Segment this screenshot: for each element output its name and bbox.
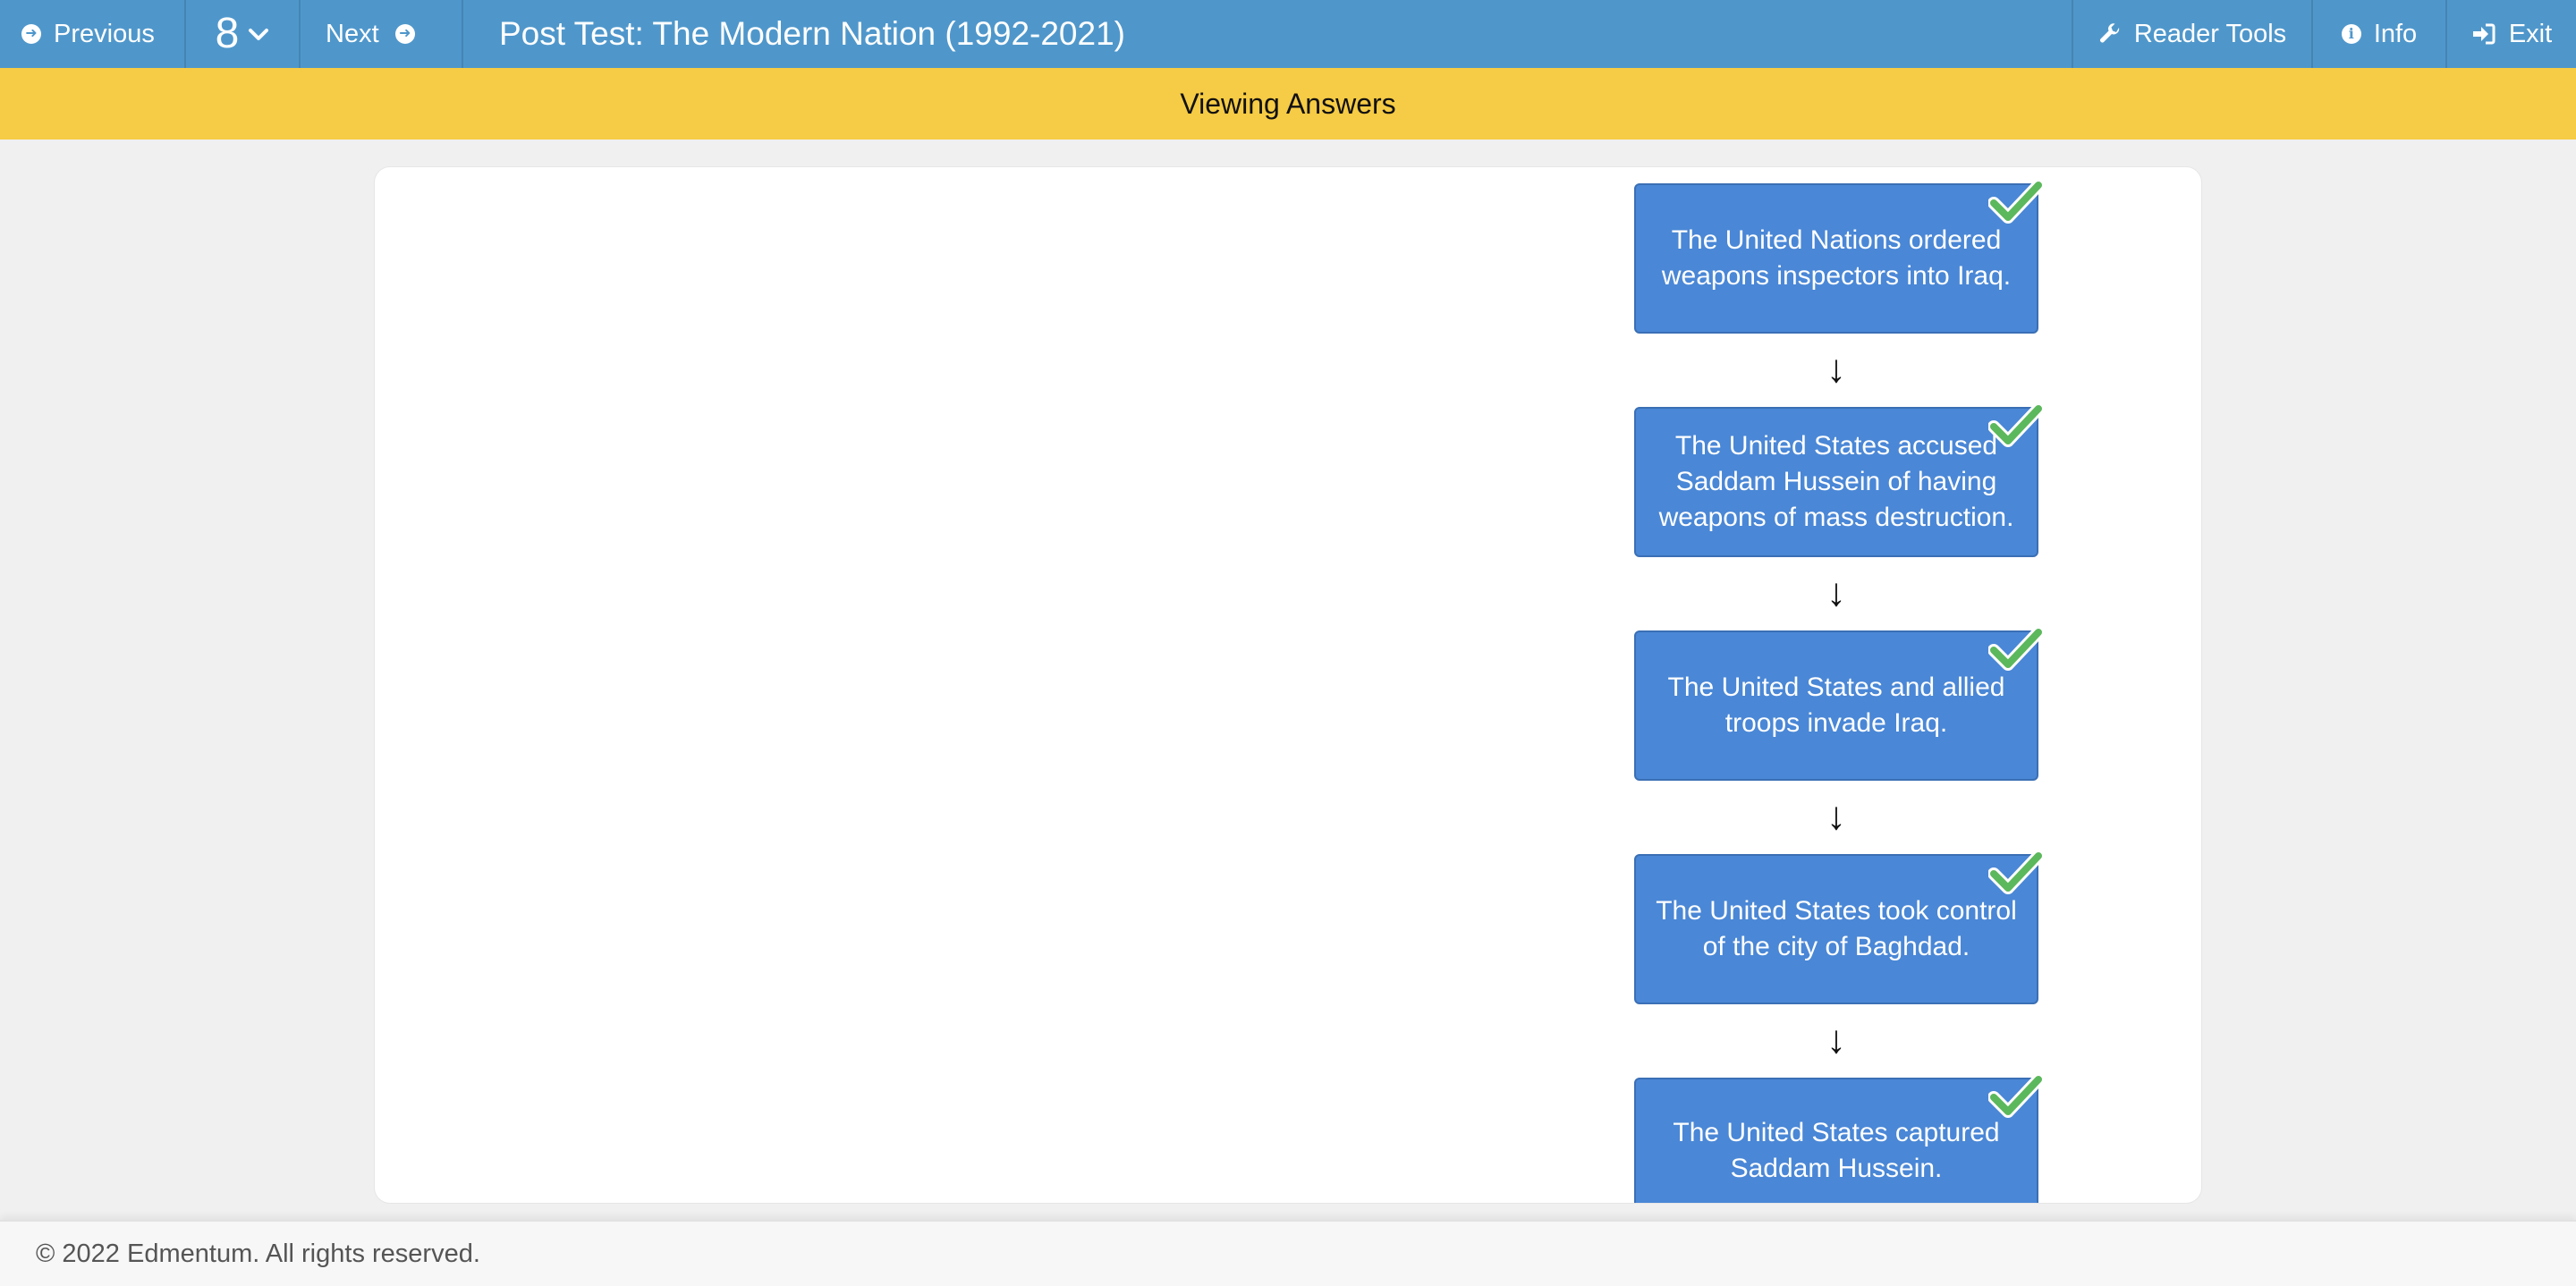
wrench-icon [2099, 23, 2119, 43]
sequence-arrow: ↓ [1826, 347, 1846, 391]
correct-check-icon [1988, 180, 2044, 224]
sequence-arrow: ↓ [1826, 794, 1846, 838]
viewing-answers-banner: Viewing Answers [0, 68, 2576, 140]
sequence-step-box[interactable]: The United Nations ordered weapons inspe… [1634, 180, 2044, 334]
reader-tools-label: Reader Tools [2133, 19, 2287, 48]
copyright-text: © 2022 Edmentum. All rights reserved. [36, 1239, 480, 1268]
previous-label: Previous [54, 19, 155, 48]
sign-in-icon [2472, 23, 2496, 45]
top-toolbar: ➜ Previous 8 Next ➜ Post Test: The Moder… [0, 0, 2576, 68]
sequence-step-text: The United States and allied troops inva… [1667, 673, 2005, 738]
banner-text: Viewing Answers [1180, 87, 1396, 120]
question-number: 8 [215, 10, 240, 57]
info-label: Info [2373, 19, 2418, 48]
arrow-right-circle-icon: ➜ [394, 24, 415, 44]
sequence-step-box[interactable]: The United States and allied troops inva… [1634, 627, 2044, 781]
footer: © 2022 Edmentum. All rights reserved. [0, 1220, 2576, 1286]
question-card: The United Nations ordered weapons inspe… [374, 166, 2202, 1204]
arrow-left-circle-icon: ➜ [21, 24, 41, 44]
info-button[interactable]: i Info [2311, 0, 2445, 68]
previous-button[interactable]: ➜ Previous [0, 0, 186, 68]
next-label: Next [326, 19, 379, 48]
chevron-down-icon [249, 29, 269, 40]
sequence-arrow: ↓ [1826, 571, 1846, 614]
sequence-arrow: ↓ [1826, 1018, 1846, 1062]
sequence-step-box[interactable]: The United States accused Saddam Hussein… [1634, 403, 2044, 557]
correct-check-icon [1988, 1074, 2044, 1118]
next-button[interactable]: Next ➜ [301, 0, 463, 68]
sequence-step-text: The United Nations ordered weapons inspe… [1661, 225, 2012, 291]
info-icon: i [2341, 24, 2361, 44]
sequence-step-text: The United States accused Saddam Hussein… [1658, 431, 2014, 532]
page-title: Post Test: The Modern Nation (1992-2021) [499, 15, 1125, 52]
exit-button[interactable]: Exit [2445, 0, 2576, 68]
reader-tools-button[interactable]: Reader Tools [2072, 0, 2311, 68]
correct-check-icon [1988, 627, 2044, 671]
correct-check-icon [1988, 850, 2044, 894]
exit-label: Exit [2508, 19, 2553, 48]
sequence-step-box[interactable]: The United States captured Saddam Hussei… [1634, 1074, 2044, 1203]
question-number-dropdown[interactable]: 8 [186, 0, 301, 68]
sequence-step-box[interactable]: The United States took control of the ci… [1634, 850, 2044, 1004]
correct-check-icon [1988, 403, 2044, 447]
sequence-step-text: The United States took control of the ci… [1656, 896, 2017, 961]
sequence-step-text: The United States captured Saddam Hussei… [1673, 1118, 2000, 1183]
